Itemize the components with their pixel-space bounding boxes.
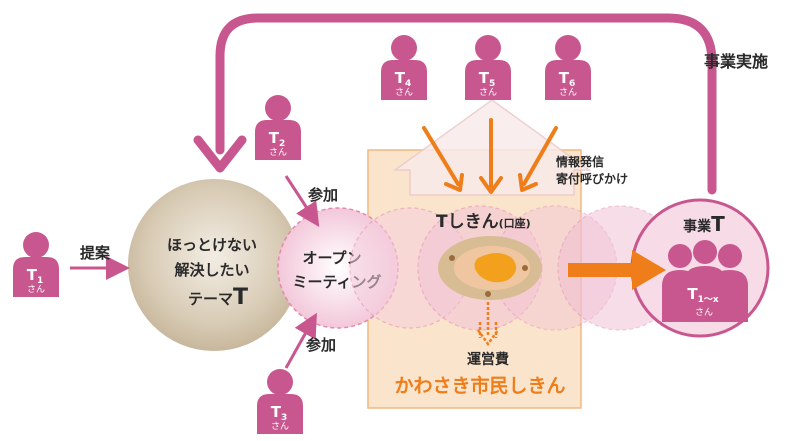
t5-san: さん	[479, 87, 497, 98]
person-t4-icon: T4 さん	[381, 35, 427, 100]
svg-text:T2: T2	[269, 129, 286, 149]
donation-arrowheads	[444, 173, 538, 194]
join-top-arrow	[284, 175, 320, 228]
t6-name: T	[559, 69, 570, 87]
to-project-arrow	[568, 250, 666, 290]
t3-sub: 3	[281, 413, 287, 423]
t1-name: T	[27, 266, 38, 284]
person-t3-icon: T3 さん	[257, 369, 303, 434]
admin-cost-arrow	[478, 302, 498, 338]
theme-line3-T: T	[233, 285, 248, 310]
group-sub: 1〜x	[698, 295, 719, 305]
admin-cost-label: 運営費	[467, 351, 509, 368]
theme-line3-prefix: テーマ	[188, 290, 233, 308]
project-loop-arrow	[215, 13, 717, 195]
t4-san: さん	[395, 87, 413, 98]
t5-name: T	[479, 69, 490, 87]
person-t1-icon: T1 さん	[13, 232, 59, 297]
fund-dot-3	[485, 291, 491, 297]
project-title-prefix: 事業	[683, 218, 712, 235]
group-san: さん	[695, 307, 713, 318]
project-run-label: 事業実施	[704, 52, 768, 71]
fund-paren: (口座)	[499, 216, 531, 230]
t6-sub: 6	[569, 79, 575, 89]
proposal-label: 提案	[80, 244, 111, 262]
t3-name: T	[271, 403, 282, 421]
group-name: T	[687, 285, 698, 303]
svg-text:T6: T6	[559, 69, 576, 89]
svg-text:T1〜x: T1〜x	[687, 285, 718, 305]
donation-arrows	[422, 118, 558, 188]
t5-sub: 5	[489, 79, 495, 89]
join-top-label: 参加	[308, 186, 338, 204]
svg-text:T1: T1	[27, 266, 44, 286]
svg-text:Tしきん(口座): Tしきん(口座)	[436, 212, 531, 232]
fund-main: Tしきん	[436, 212, 499, 232]
join-bottom-label: 参加	[306, 336, 336, 354]
fund-dot-2	[522, 265, 528, 271]
svg-text:テーマT: テーマT	[188, 285, 248, 310]
t1-sub: 1	[37, 276, 43, 286]
theme-circle	[128, 179, 300, 351]
project-group-icon	[662, 240, 748, 322]
info-line2: 寄付呼びかけ	[556, 171, 628, 186]
svg-text:T3: T3	[271, 403, 288, 423]
t4-name: T	[395, 69, 406, 87]
fund-dot-1	[449, 255, 455, 261]
svg-text:T4: T4	[395, 69, 412, 89]
info-line1: 情報発信	[556, 154, 604, 169]
open-meeting-line1: オープン	[302, 249, 361, 267]
t4-sub: 4	[405, 79, 411, 89]
svg-text:T5: T5	[479, 69, 496, 89]
t6-san: さん	[559, 87, 577, 98]
project-loop-arrowhead	[193, 135, 247, 173]
join-bottom-arrow	[284, 312, 317, 369]
admin-cost-arrowhead	[476, 329, 500, 347]
t2-name: T	[269, 129, 280, 147]
fund-core-blob	[474, 253, 517, 283]
theme-line1: ほっとけない	[167, 236, 257, 254]
person-t5-icon: T5 さん	[465, 35, 511, 100]
svg-text:事業T: 事業T	[683, 212, 725, 236]
theme-line2: 解決したい	[174, 261, 249, 279]
t1-san: さん	[27, 284, 45, 295]
t2-san: さん	[269, 147, 287, 158]
city-fund-label: かわさき市民しきん	[394, 374, 565, 397]
person-t2-icon: T2 さん	[255, 95, 301, 160]
t3-san: さん	[271, 421, 289, 432]
project-title-T: T	[711, 212, 725, 236]
t2-sub: 2	[279, 139, 285, 149]
person-t6-icon: T6 さん	[545, 35, 591, 100]
